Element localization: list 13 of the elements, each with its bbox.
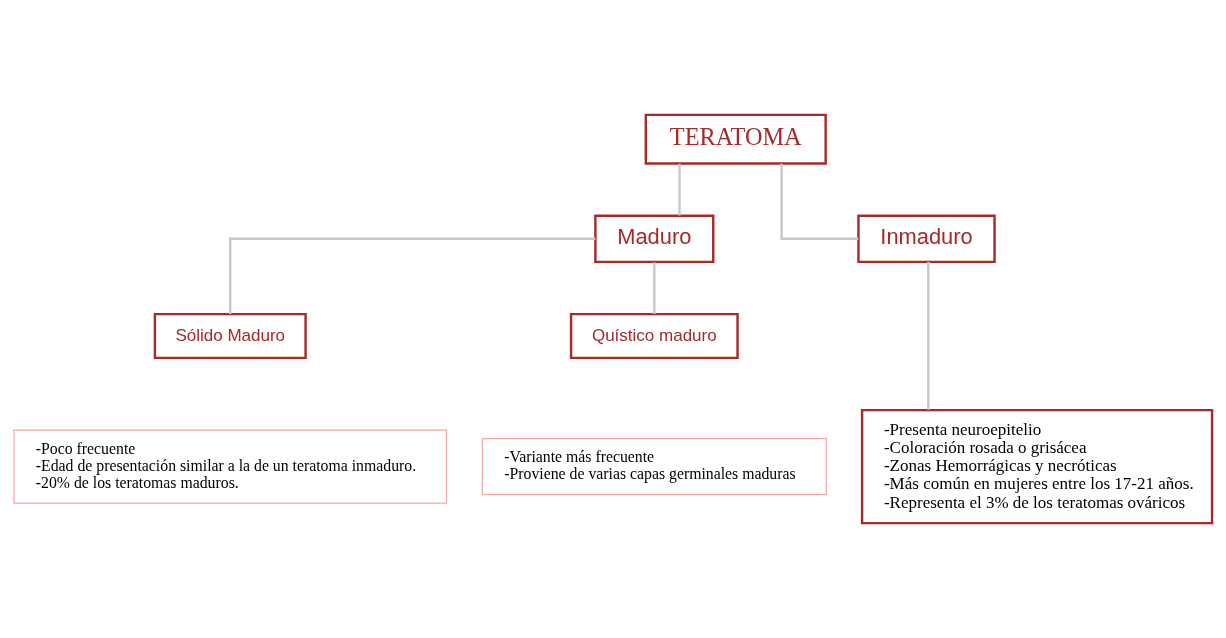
node-box: Sólido Maduro (153, 312, 307, 360)
node-box: Quístico maduro (569, 312, 739, 360)
connector (780, 163, 859, 240)
node-box: -Variante más frecuente -Proviene de varias capas germinales maduras (481, 438, 827, 496)
node-box: Inmaduro (857, 214, 996, 264)
connector (229, 237, 596, 314)
node-box: -Poco frecuente -Edad de presentación similar a la de un teratoma inmaduro. -20% de los teratomas maduros. (13, 429, 448, 504)
connector (653, 262, 656, 315)
connector (927, 261, 930, 410)
node-box: Maduro (594, 214, 715, 264)
node-box: -Presenta neuroepitelio -Coloración rosada o grisácea -Zonas Hemorrágicas y necróticas -Más común en mujeres entre los 17-21 años. -Representa el 3% de los teratomas ováricos (860, 408, 1214, 525)
connector (678, 163, 681, 216)
node-box: TERATOMA (644, 113, 827, 165)
